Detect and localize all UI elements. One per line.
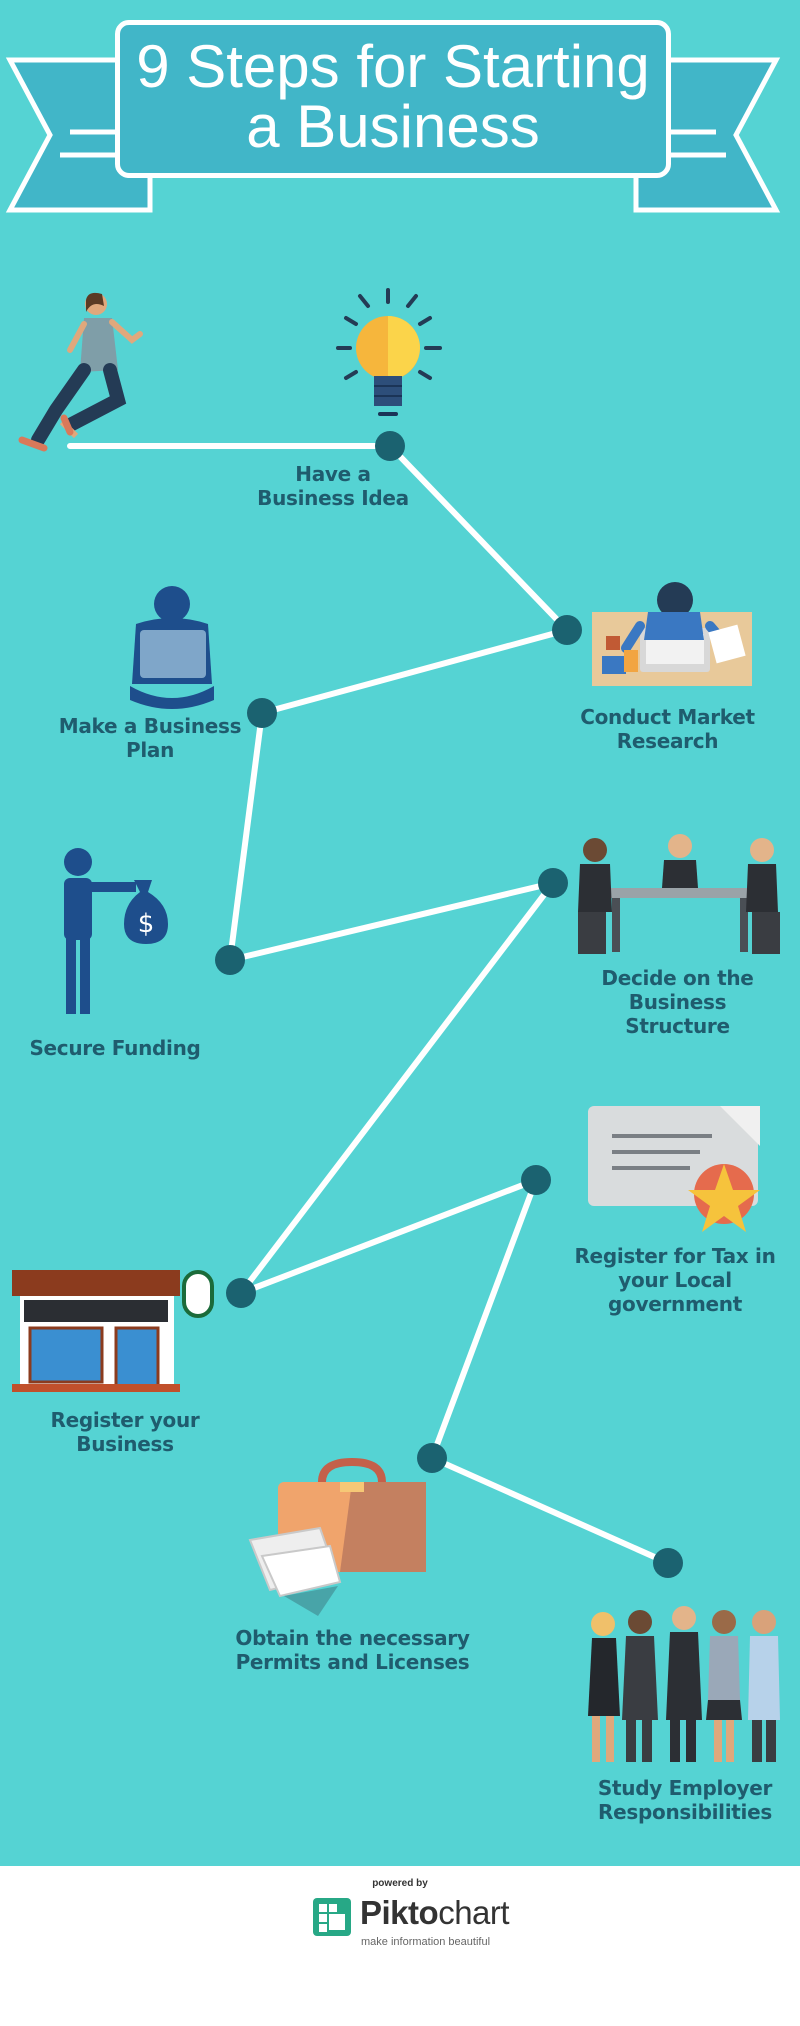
- svg-text:$: $: [138, 909, 155, 939]
- briefcase-icon: [248, 1457, 426, 1616]
- page-title: 9 Steps for Starting a Business: [136, 37, 650, 161]
- brand-tagline: make information beautiful: [361, 1936, 491, 1948]
- step-label-line: Obtain the necessary: [235, 1626, 470, 1650]
- step-label-line: Secure Funding: [29, 1036, 201, 1060]
- piktochart-logo-icon[interactable]: [311, 1896, 353, 1938]
- step-label-2: Conduct Market Research: [565, 705, 770, 753]
- step-label-5: Decide on the Business Structure: [560, 966, 795, 1038]
- infographic-canvas: 9 Steps for Starting a Business: [0, 0, 800, 1866]
- step-label-line: Responsibilities: [598, 1800, 772, 1824]
- piktochart-brand[interactable]: Piktochart: [360, 1894, 510, 1932]
- step-node-6: [521, 1165, 551, 1195]
- desk-research-icon: [592, 582, 752, 686]
- path-line: [67, 443, 671, 1566]
- step-node-2: [552, 615, 582, 645]
- title-line-1: 9 Steps for Starting: [136, 33, 650, 100]
- lightbulb-icon: [336, 288, 442, 416]
- ribbon-right: [633, 57, 781, 213]
- powered-by-text: powered by: [372, 1878, 428, 1889]
- step-node-3: [247, 698, 277, 728]
- step-label-line: Research: [616, 729, 719, 753]
- step-node-5: [538, 868, 568, 898]
- meeting-table-icon: [578, 834, 780, 954]
- step-node-8: [417, 1443, 447, 1473]
- storefront-icon: [12, 1270, 214, 1392]
- team-handshake-icon: [588, 1606, 780, 1762]
- step-node-9: [653, 1548, 683, 1578]
- step-label-line: Business Idea: [257, 486, 409, 510]
- step-label-line: Register your Business: [50, 1408, 200, 1456]
- step-label-line: Register for Tax in: [574, 1244, 776, 1268]
- step-label-line: Make a Business: [58, 714, 242, 738]
- title-line-2: a Business: [246, 93, 540, 160]
- step-label-line: Conduct Market: [580, 705, 755, 729]
- step-label-7: Register your Business: [10, 1408, 240, 1456]
- footer: powered by Piktochart make information b…: [0, 1866, 800, 2026]
- step-node-7: [226, 1278, 256, 1308]
- person-laptop-icon: [130, 586, 214, 709]
- step-label-line: government: [608, 1292, 742, 1316]
- step-path: $: [12, 288, 780, 1762]
- runner-icon: [18, 292, 143, 452]
- step-label-6: Register for Tax in your Local governmen…: [570, 1244, 780, 1316]
- step-label-3: Make a Business Plan: [40, 714, 260, 762]
- step-node-1: [375, 431, 405, 461]
- brand-rest: chart: [438, 1894, 510, 1931]
- step-label-8: Obtain the necessary Permits and License…: [235, 1626, 470, 1674]
- step-label-line: Plan: [125, 738, 175, 762]
- brand-bold: Pikto: [360, 1894, 439, 1931]
- title-banner: 9 Steps for Starting a Business: [115, 20, 671, 178]
- step-label-line: Permits and Licenses: [235, 1650, 470, 1674]
- step-label-4: Secure Funding: [20, 1036, 210, 1060]
- step-node-4: [215, 945, 245, 975]
- step-label-line: Decide on the Business: [601, 966, 754, 1014]
- step-label-1: Have a Business Idea: [238, 462, 428, 510]
- step-label-line: Structure: [625, 1014, 730, 1038]
- money-bag-icon: $: [64, 848, 168, 1014]
- step-label-9: Study Employer Responsibilities: [585, 1776, 785, 1824]
- certificate-icon: [588, 1106, 760, 1232]
- step-label-line: your Local: [618, 1268, 732, 1292]
- step-label-line: Study Employer: [597, 1776, 773, 1800]
- step-label-line: Have a: [295, 462, 371, 486]
